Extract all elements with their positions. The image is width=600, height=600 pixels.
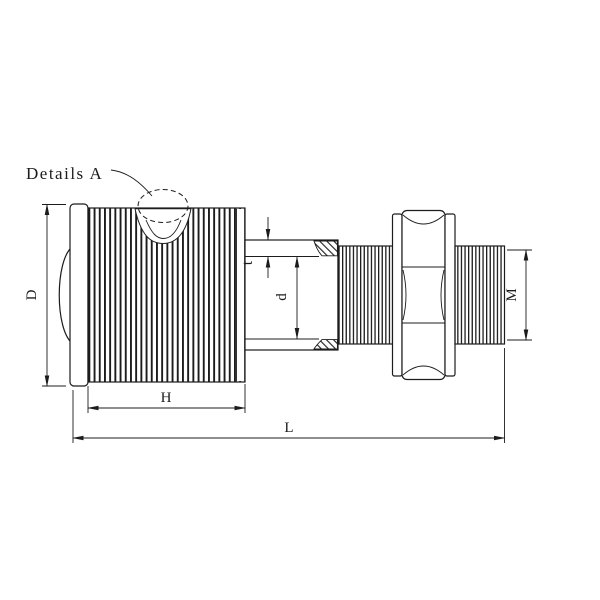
thread-section-right (454, 245, 506, 345)
washer-left (391, 213, 403, 377)
hex-chamfer-arc-top (402, 214, 445, 225)
dimension-H: H (87, 384, 246, 413)
screen-end-ring (236, 209, 245, 381)
hex-chamfer-arc-left (402, 269, 407, 321)
detail-leader-line (110, 169, 153, 197)
washer-right (444, 213, 456, 377)
pipe-wall-hatch-bottom (313, 339, 338, 350)
detail-scoop (134, 208, 192, 245)
dimension-D: D (24, 203, 66, 387)
dim-label-M: M (504, 288, 520, 301)
dim-label-t: t (240, 260, 256, 265)
thread-section-left (337, 245, 394, 345)
pipe-neck-section (244, 239, 339, 351)
dimension-L: L (72, 348, 506, 443)
detail-circle (137, 189, 189, 223)
dimension-M: M (504, 249, 532, 341)
threads-left (337, 245, 394, 345)
pipe-wall-hatch-top (313, 240, 338, 257)
threads-right (454, 245, 506, 345)
detail-callout: Details A (26, 164, 192, 245)
hex-chamfer-arc-right (440, 269, 445, 321)
dimension-t: t (240, 217, 271, 278)
detail-scoop-inner-curve (145, 219, 182, 239)
hex-nut-body (401, 209, 446, 381)
hex-chamfer-arc-bottom (402, 365, 445, 376)
hex-nut-assembly (391, 209, 456, 381)
detail-label: Details A (26, 164, 103, 183)
dim-label-d: d (274, 293, 290, 301)
pipe-outer (244, 239, 339, 351)
dim-label-H: H (161, 390, 172, 406)
dim-label-L: L (284, 420, 293, 436)
dim-label-D: D (24, 289, 40, 300)
dimension-d: d (274, 256, 300, 340)
left-flange (69, 203, 89, 387)
